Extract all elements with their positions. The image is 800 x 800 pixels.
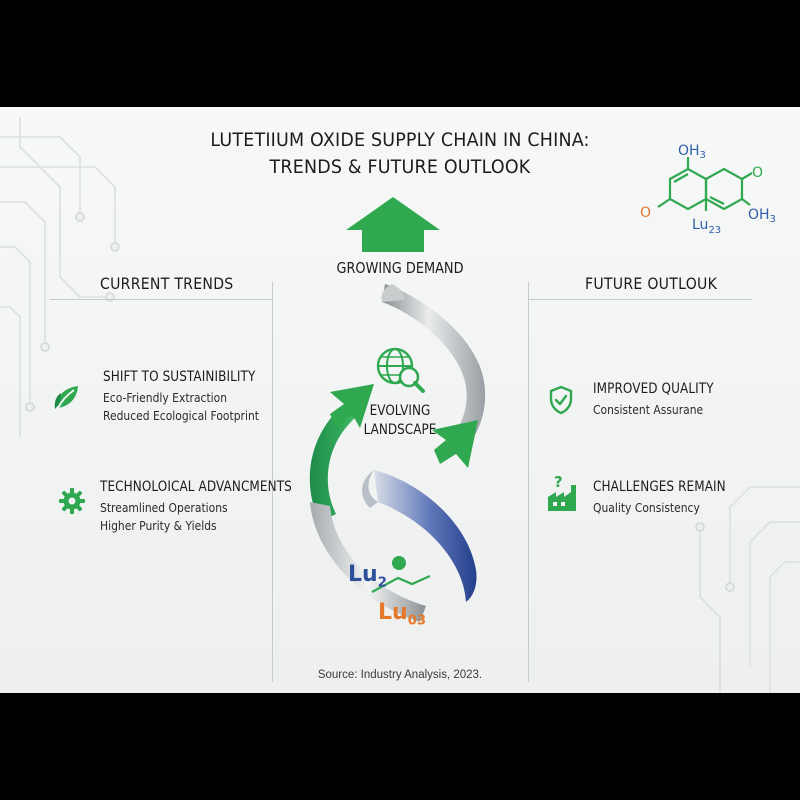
molecule-lu: Lu23 bbox=[692, 217, 721, 236]
title-line-2: TRENDS & FUTURE OUTLOOK bbox=[269, 156, 531, 178]
trend-item-line: Reduced Ecological Footprint bbox=[103, 408, 259, 423]
infographic-canvas: LUTETIIUM OXIDE SUPPLY CHAIN IN CHINA: T… bbox=[0, 107, 800, 693]
molecule-oh-top: OH3 bbox=[678, 143, 706, 161]
trend-item-technology: TECHNOLOICAL ADVANCMENTS Streamlined Ope… bbox=[100, 479, 323, 535]
shield-check-icon bbox=[549, 385, 573, 415]
trend-item-sustainability: SHIFT TO SUSTAINIBILITY Eco-Friendly Ext… bbox=[103, 369, 284, 425]
growing-demand-arrow bbox=[346, 197, 440, 252]
future-outlook-vertical-rule bbox=[528, 282, 529, 682]
evolving-landscape-label: EVOLVING LANDSCAPE bbox=[340, 402, 460, 440]
gear-icon bbox=[59, 488, 85, 514]
supply-chain-ribbon-graphic bbox=[309, 197, 486, 622]
current-trends-heading: CURRENT TRENDS bbox=[100, 274, 234, 293]
current-trends-divider bbox=[50, 299, 272, 300]
future-outlook-divider bbox=[528, 299, 752, 300]
outlook-item-quality: IMPROVED QUALITY Consistent Assurane bbox=[593, 381, 733, 419]
growing-demand-label: GROWING DEMAND bbox=[336, 259, 464, 277]
molecule-o-left: O bbox=[640, 205, 651, 221]
evolving-label-line-1: EVOLVING bbox=[369, 403, 431, 419]
outlook-item-title: IMPROVED QUALITY bbox=[593, 381, 714, 397]
molecule-o-right: O bbox=[752, 165, 763, 181]
trend-item-title: TECHNOLOICAL ADVANCMENTS bbox=[100, 479, 292, 495]
trend-item-line: Higher Purity & Yields bbox=[100, 518, 217, 533]
page-title: LUTETIIUM OXIDE SUPPLY CHAIN IN CHINA: T… bbox=[170, 127, 630, 181]
leaf-icon bbox=[54, 386, 78, 409]
outlook-item-line: Quality Consistency bbox=[593, 500, 700, 515]
outlook-item-challenges: CHALLENGES REMAIN Quality Consistency bbox=[593, 479, 747, 517]
circuit-pattern-right bbox=[695, 486, 800, 693]
factory-question-icon: ? bbox=[548, 473, 576, 511]
title-line-1: LUTETIIUM OXIDE SUPPLY CHAIN IN CHINA: bbox=[210, 129, 590, 151]
future-outlook-heading: FUTURE OUTLOUK bbox=[585, 274, 718, 293]
outlook-item-line: Consistent Assurane bbox=[593, 402, 704, 417]
molecule-structure-icon: OH3 O O OH3 Lu23 bbox=[640, 143, 776, 236]
globe-search-icon bbox=[376, 347, 425, 393]
formula-lu2: Lu2 bbox=[348, 562, 387, 591]
trend-item-line: Streamlined Operations bbox=[100, 500, 228, 515]
outlook-item-title: CHALLENGES REMAIN bbox=[593, 479, 726, 495]
circuit-pattern-left bbox=[0, 117, 120, 437]
evolving-label-line-2: LANDSCAPE bbox=[363, 422, 437, 438]
svg-text:?: ? bbox=[554, 473, 563, 491]
molecule-oh-right: OH3 bbox=[748, 207, 776, 225]
source-caption: Source: Industry Analysis, 2023. bbox=[317, 669, 483, 681]
trend-item-title: SHIFT TO SUSTAINIBILITY bbox=[103, 369, 256, 385]
current-trends-vertical-rule bbox=[272, 282, 273, 682]
trend-item-line: Eco-Friendly Extraction bbox=[103, 390, 228, 405]
formula-lu03: Lu03 bbox=[378, 600, 427, 629]
